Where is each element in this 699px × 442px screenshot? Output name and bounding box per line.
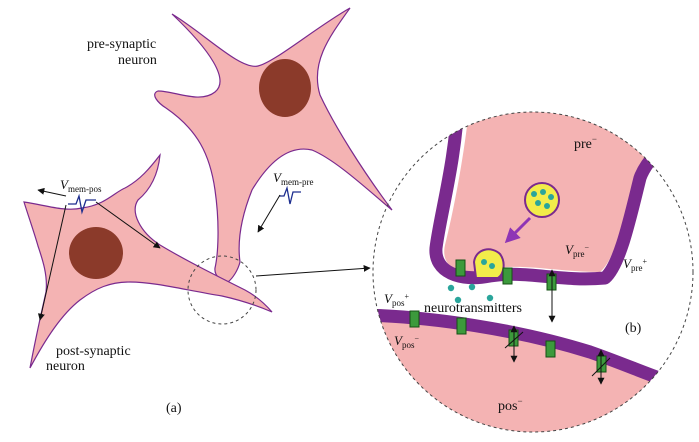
post-synaptic-neuron	[23, 152, 273, 369]
vmem-pos-spike	[68, 193, 96, 215]
post-neuron-label-2: neuron	[46, 359, 85, 374]
vpos-plus-label: Vpos+	[384, 291, 409, 308]
synapse-focus-circle	[187, 255, 257, 325]
post-neuron-nucleus	[69, 227, 123, 279]
panel-a-label: (a)	[166, 401, 182, 416]
pre-minus-label: pre−	[574, 134, 597, 152]
neurotransmitter-particles	[447, 283, 494, 304]
zoomed-synapse	[372, 111, 694, 433]
fusing-vesicle	[472, 248, 505, 279]
pre-synaptic-neuron	[154, 7, 393, 283]
pre-neuron-label-1: pre-synaptic	[87, 37, 156, 52]
vmem-pre-indicator	[257, 185, 301, 233]
pre-neuron-nucleus	[259, 59, 311, 117]
zoom-circle-border	[372, 111, 694, 433]
vmem-pos-label: Vmem-pos	[60, 177, 102, 194]
post-neuron-label-1: post-synaptic	[56, 344, 131, 359]
voltage-measure-arrows	[504, 269, 611, 385]
vpre-plus-label: Vpre+	[623, 256, 647, 273]
vesicle-storage	[524, 182, 560, 218]
neurotransmitters-label: neurotransmitters	[424, 301, 522, 316]
vmem-pos-indicator	[37, 187, 161, 321]
pre-neuron-label-2: neuron	[118, 53, 157, 68]
vmem-pre-spike	[279, 185, 301, 205]
pos-minus-label: pos−	[498, 396, 523, 414]
panel-b-label: (b)	[625, 321, 642, 336]
vpre-minus-label: Vpre−	[565, 242, 589, 259]
vmem-pre-label: Vmem-pre	[273, 170, 313, 187]
vpos-minus-label: Vpos−	[394, 333, 419, 350]
vesicle-release-arrow	[504, 216, 532, 244]
pre-neuron-body	[154, 7, 393, 283]
pre-membrane	[429, 112, 693, 286]
zoom-arrow	[255, 264, 371, 277]
